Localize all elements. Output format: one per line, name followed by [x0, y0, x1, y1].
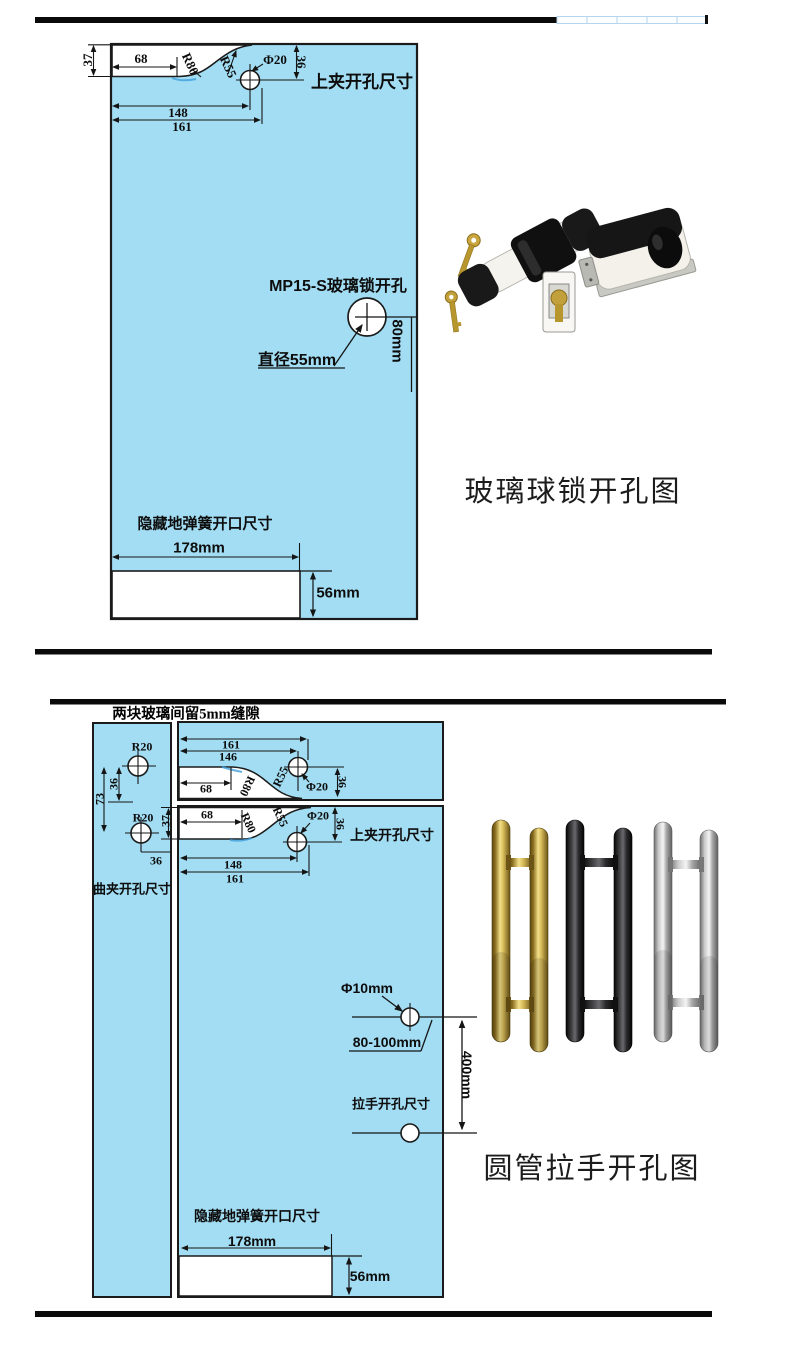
dim-161-upper-label: 161	[222, 737, 240, 752]
top-clamp-cutout-upper	[178, 766, 303, 800]
divider-bar-bottom	[35, 1311, 712, 1317]
lock-body-right	[578, 207, 697, 298]
floor-spring-cutout-2	[178, 1255, 333, 1297]
top-rule-bar	[35, 17, 557, 23]
handle-gold	[491, 819, 549, 1053]
dim-36-upper-label: 36	[335, 776, 350, 788]
dim-73-label: 73	[92, 793, 107, 805]
phi10mm-label: Φ10mm	[341, 980, 393, 996]
glass-ball-lock-photo	[444, 207, 697, 333]
dim-56mm-label-2: 56mm	[349, 1268, 391, 1284]
lock-hole-lines	[258, 303, 417, 392]
dim-56mm-label: 56mm	[316, 584, 360, 602]
key-icon	[444, 290, 462, 333]
dim-68-upper-label: 68	[200, 781, 212, 796]
dim-lines-lower-bottom	[180, 1234, 333, 1258]
phi20-upper-label: Φ20	[306, 779, 328, 794]
dim-36-left-label: 36	[106, 778, 121, 790]
caption-ball-lock: 玻璃球锁开孔图	[464, 476, 682, 508]
dim-68-lower-label: 68	[201, 807, 213, 822]
dim-146-label: 146	[219, 749, 237, 764]
dim-161-label: 161	[172, 119, 192, 134]
dim-36-bottom-label: 36	[150, 853, 162, 868]
dim-56-d1	[300, 570, 332, 618]
phi20-hole-crosshair-1	[236, 64, 304, 124]
phi20-label: Φ20	[263, 52, 287, 67]
tube-handles-photo	[491, 819, 719, 1053]
curve-highlight	[221, 766, 243, 773]
dim-37-label: 37	[80, 53, 95, 67]
dim-lines-upper-panel	[179, 736, 344, 798]
dim-lines-d1-top	[88, 44, 300, 123]
handle-silver	[653, 821, 719, 1053]
top-grid-cells	[556, 16, 708, 24]
key-icon	[457, 233, 481, 279]
handle-black	[565, 819, 633, 1053]
dim-36-label: 36	[294, 55, 309, 69]
phi10-hole-bottom	[400, 1123, 420, 1143]
r20-bottom-label: R20	[132, 810, 154, 825]
dim-80mm-label: 80mm	[388, 319, 406, 363]
dim-36-lower-label: 36	[333, 818, 348, 830]
dim-148-label: 148	[168, 105, 188, 120]
range-80-100mm-label: 80-100mm	[352, 1034, 422, 1050]
dim-400mm-label: 400mm	[459, 1050, 475, 1100]
top-clamp-title-2: 上夹开孔尺寸	[350, 827, 434, 843]
lock-latch-left	[542, 271, 576, 333]
glass-panel-2-left	[92, 722, 172, 1298]
floor-spring-title: 隐藏地弹簧开口尺寸	[137, 515, 273, 533]
floor-spring-title-2: 隐藏地弹簧开口尺寸	[194, 1208, 320, 1224]
dim-37-lower-label: 37	[158, 815, 173, 827]
dim-56-d2	[332, 1255, 362, 1296]
diameter-55mm-label: 直径55mm	[257, 352, 337, 369]
lock-body-left	[457, 208, 603, 307]
handle-hole-title: 拉手开孔尺寸	[351, 1096, 431, 1112]
dim-148-lower-label: 148	[224, 857, 242, 872]
caption-tube-handle: 圆管拉手开孔图	[483, 1153, 701, 1185]
divider-bar-1	[35, 649, 712, 655]
dim-178mm-label: 178mm	[173, 539, 225, 557]
lock-hole-title: MP15-S玻璃锁开孔	[269, 278, 407, 295]
gap-note-title: 两块玻璃间留5mm缝隙	[112, 706, 260, 723]
curve-highlight	[171, 77, 197, 82]
r20-top-label: R20	[131, 739, 153, 754]
top-clamp-title: 上夹开孔尺寸	[311, 72, 413, 92]
dim-lines-d1-bottom	[111, 543, 301, 571]
dim-161-lower-label: 161	[226, 871, 244, 886]
dim-lines-left-panel	[101, 750, 171, 853]
divider-bar-2	[50, 699, 726, 705]
curved-clamp-title: 曲夹开孔尺寸	[92, 881, 172, 897]
dim-178mm-label-2: 178mm	[227, 1233, 277, 1249]
curve-highlight	[229, 837, 253, 842]
floor-spring-cutout-1	[111, 570, 301, 619]
top-grid-end-tick	[705, 15, 708, 24]
dim-lines-lower-top	[161, 806, 342, 876]
dim-68-label: 68	[134, 51, 148, 66]
phi20-lower-label: Φ20	[307, 808, 329, 823]
